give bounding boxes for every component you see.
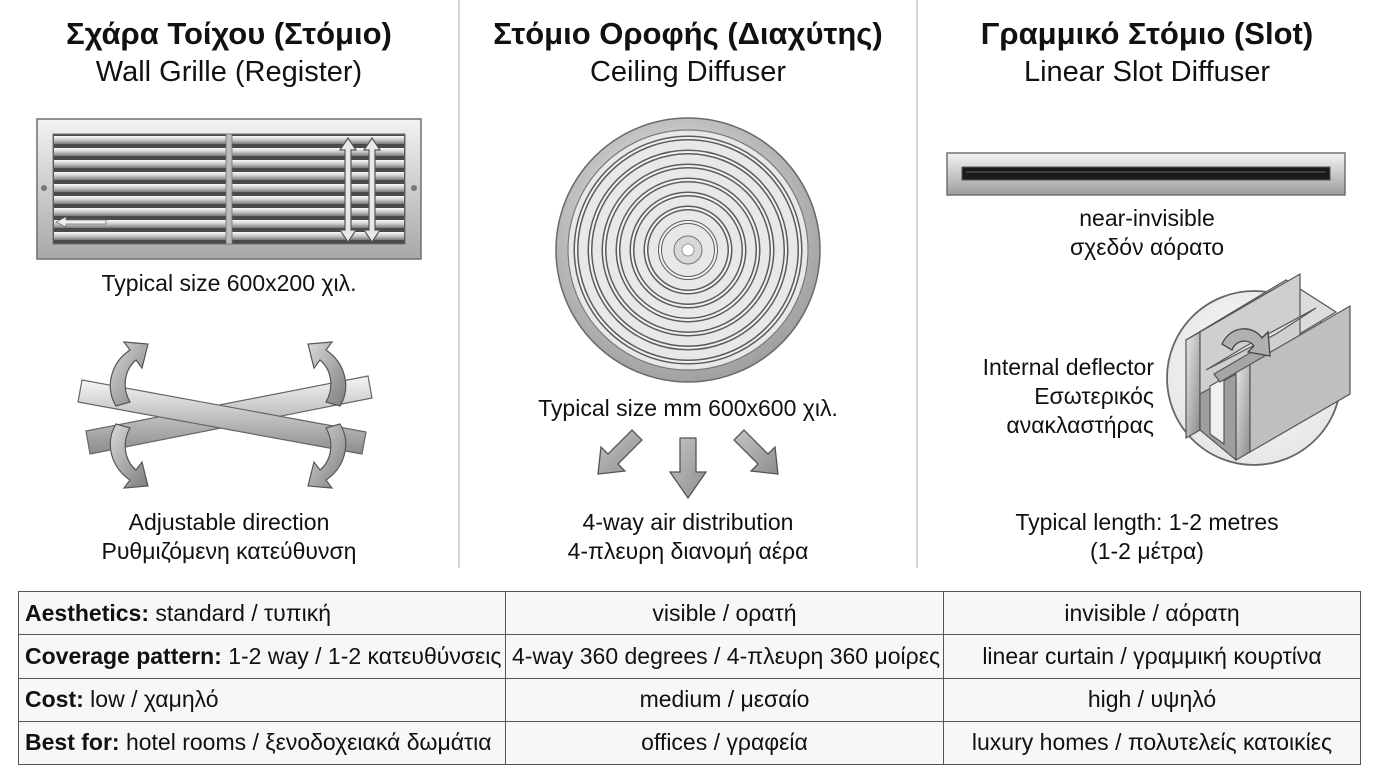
cell-value: low / χαμηλό [90, 686, 219, 713]
table-cell-wall: Best for: hotel rooms / ξενοδοχειακά δωμ… [18, 720, 506, 766]
wall-grille-feature-line-1: Adjustable direction [128, 509, 330, 535]
airflow-arrows-illustration [597, 429, 779, 500]
deflector-caption: Internal deflector Εσωτερικός ανακλαστήρ… [944, 353, 1154, 440]
column-divider [458, 0, 460, 568]
adjustable-blades-illustration [77, 341, 373, 489]
linear-slot-visibility-caption: near-invisible σχεδόν αόρατο [918, 204, 1376, 262]
wall-grille-size-caption: Typical size 600x200 χιλ. [101, 270, 357, 296]
table-cell-ceiling: offices / γραφεία [505, 720, 944, 766]
column-divider [916, 0, 918, 568]
table-cell-slot: linear curtain / γραμμική κουρτίνα [943, 634, 1361, 679]
table-cell-slot: high / υψηλό [943, 677, 1361, 722]
table-cell-wall: Aesthetics: standard / τυπική [18, 590, 506, 636]
comparison-table: Aesthetics: standard / τυπική visible / … [18, 590, 1361, 766]
linear-slot-feature-caption: Typical length: 1-2 metres (1-2 μέτρα) [918, 508, 1376, 566]
row-label: Coverage pattern: [25, 642, 222, 669]
cell-value: hotel rooms / ξενοδοχειακά δωμάτια [125, 729, 492, 756]
linear-slot-title-english: Linear Slot Diffuser [1023, 56, 1271, 88]
arrow-down-right-icon [733, 429, 779, 475]
table-cell-ceiling: visible / ορατή [505, 590, 944, 636]
wall-grille-illustration [36, 118, 422, 260]
row-label: Best for: [25, 729, 120, 756]
deflector-line-2: Εσωτερικός [1034, 383, 1154, 409]
table-cell-ceiling: 4-way 360 degrees / 4-πλευρη 360 μοίρες [505, 634, 944, 679]
wall-grille-feature-line-2: Ρυθμιζόμενη κατεύθυνση [101, 538, 357, 564]
table-row: Cost: low / χαμηλό medium / μεσαίο high … [18, 677, 1361, 722]
ceiling-diffuser-feature-line-1: 4-way air distribution [582, 509, 794, 535]
curved-arrow-icon [1221, 328, 1271, 357]
arrow-down-left-icon [597, 429, 643, 475]
ceiling-diffuser-size-caption: Typical size mm 600x600 χιλ. [538, 395, 838, 421]
left-arrow-icon [55, 216, 107, 228]
wall-grille-feature-caption: Adjustable direction Ρυθμιζόμενη κατεύθυ… [0, 508, 458, 566]
table-cell-wall: Cost: low / χαμηλό [18, 677, 506, 722]
table-cell-slot: luxury homes / πολυτελείς κατοικίες [943, 720, 1361, 766]
double-arrow-icon [338, 136, 382, 244]
linear-slot-illustration [946, 152, 1346, 196]
rotate-arrow-icon [109, 341, 347, 489]
deflector-line-1: Internal deflector [982, 354, 1154, 380]
cell-value: standard / τυπική [155, 599, 331, 626]
ceiling-diffuser-feature-caption: 4-way air distribution 4-πλευρη διανομή … [460, 508, 916, 566]
table-row: Best for: hotel rooms / ξενοδοχειακά δωμ… [18, 720, 1361, 766]
ceiling-diffuser-panel: Στόμιο Οροφής (Διαχύτης) Ceiling Diffuse… [460, 0, 916, 570]
linear-slot-feature-line-1: Typical length: 1-2 metres [1015, 509, 1279, 535]
linear-slot-feature-line-2: (1-2 μέτρα) [1090, 538, 1204, 564]
diffuser-rings [573, 135, 803, 365]
table-cell-wall: Coverage pattern: 1-2 way / 1-2 κατευθύν… [18, 634, 506, 679]
ceiling-diffuser-title-english: Ceiling Diffuser [589, 56, 787, 88]
arrow-down-icon [668, 437, 708, 500]
row-label: Cost: [25, 686, 84, 713]
deflector-line-3: ανακλαστήρας [1006, 412, 1154, 438]
table-cell-ceiling: medium / μεσαίο [505, 677, 944, 722]
ceiling-diffuser-feature-line-2: 4-πλευρη διανομή αέρα [567, 538, 809, 564]
ceiling-diffuser-illustration [555, 117, 821, 383]
linear-slot-visibility-line-2: σχεδόν αόρατο [1069, 234, 1225, 260]
table-row: Aesthetics: standard / τυπική visible / … [18, 590, 1361, 636]
linear-slot-title-greek: Γραμμικό Στόμιο (Slot) [980, 16, 1314, 51]
wall-grille-title-english: Wall Grille (Register) [95, 56, 363, 88]
linear-slot-visibility-line-1: near-invisible [1079, 205, 1215, 231]
cell-value: 1-2 way / 1-2 κατευθύνσεις [228, 642, 502, 669]
table-cell-slot: invisible / αόρατη [943, 590, 1361, 636]
linear-slot-panel: Γραμμικό Στόμιο (Slot) Linear Slot Diffu… [918, 0, 1376, 570]
wall-grille-panel: Σχάρα Τοίχου (Στόμιο) Wall Grille (Regis… [0, 0, 458, 570]
table-row: Coverage pattern: 1-2 way / 1-2 κατευθύν… [18, 634, 1361, 679]
ceiling-diffuser-title-greek: Στόμιο Οροφής (Διαχύτης) [493, 16, 883, 51]
wall-grille-title-greek: Σχάρα Τοίχου (Στόμιο) [66, 16, 392, 51]
row-label: Aesthetics: [25, 599, 149, 626]
deflector-detail-illustration [1166, 272, 1351, 466]
